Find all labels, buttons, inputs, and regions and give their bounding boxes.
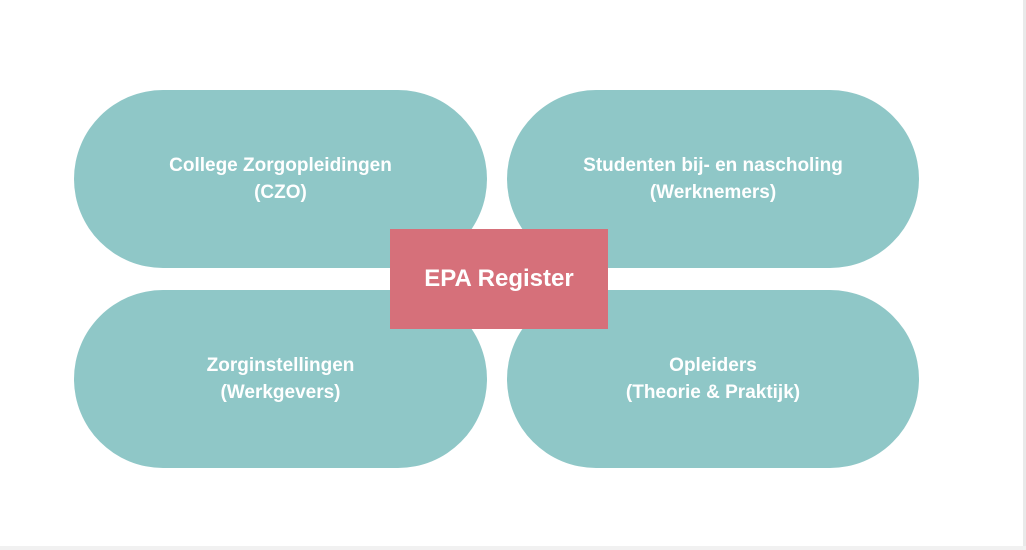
node-opleiders: Opleiders (Theorie & Praktijk) <box>507 290 919 468</box>
node-subtitle: (Werkgevers) <box>220 382 341 403</box>
center-epa-register: EPA Register <box>390 229 608 329</box>
node-subtitle: (Theorie & Praktijk) <box>625 382 801 403</box>
node-title: Zorginstellingen <box>206 355 355 376</box>
node-subtitle: (CZO) <box>254 182 307 203</box>
bottom-edge-divider <box>0 546 1026 550</box>
node-college-zorgopleidingen: College Zorgopleidingen (CZO) <box>74 90 487 268</box>
right-edge-divider <box>1023 0 1026 550</box>
node-subtitle: (Werknemers) <box>649 182 777 203</box>
center-label: EPA Register <box>424 265 574 292</box>
node-title: Opleiders <box>669 355 757 376</box>
node-title: Studenten bij- en nascholing <box>583 155 843 176</box>
node-title: College Zorgopleidingen <box>169 155 392 176</box>
node-studenten: Studenten bij- en nascholing (Werknemers… <box>507 90 919 268</box>
